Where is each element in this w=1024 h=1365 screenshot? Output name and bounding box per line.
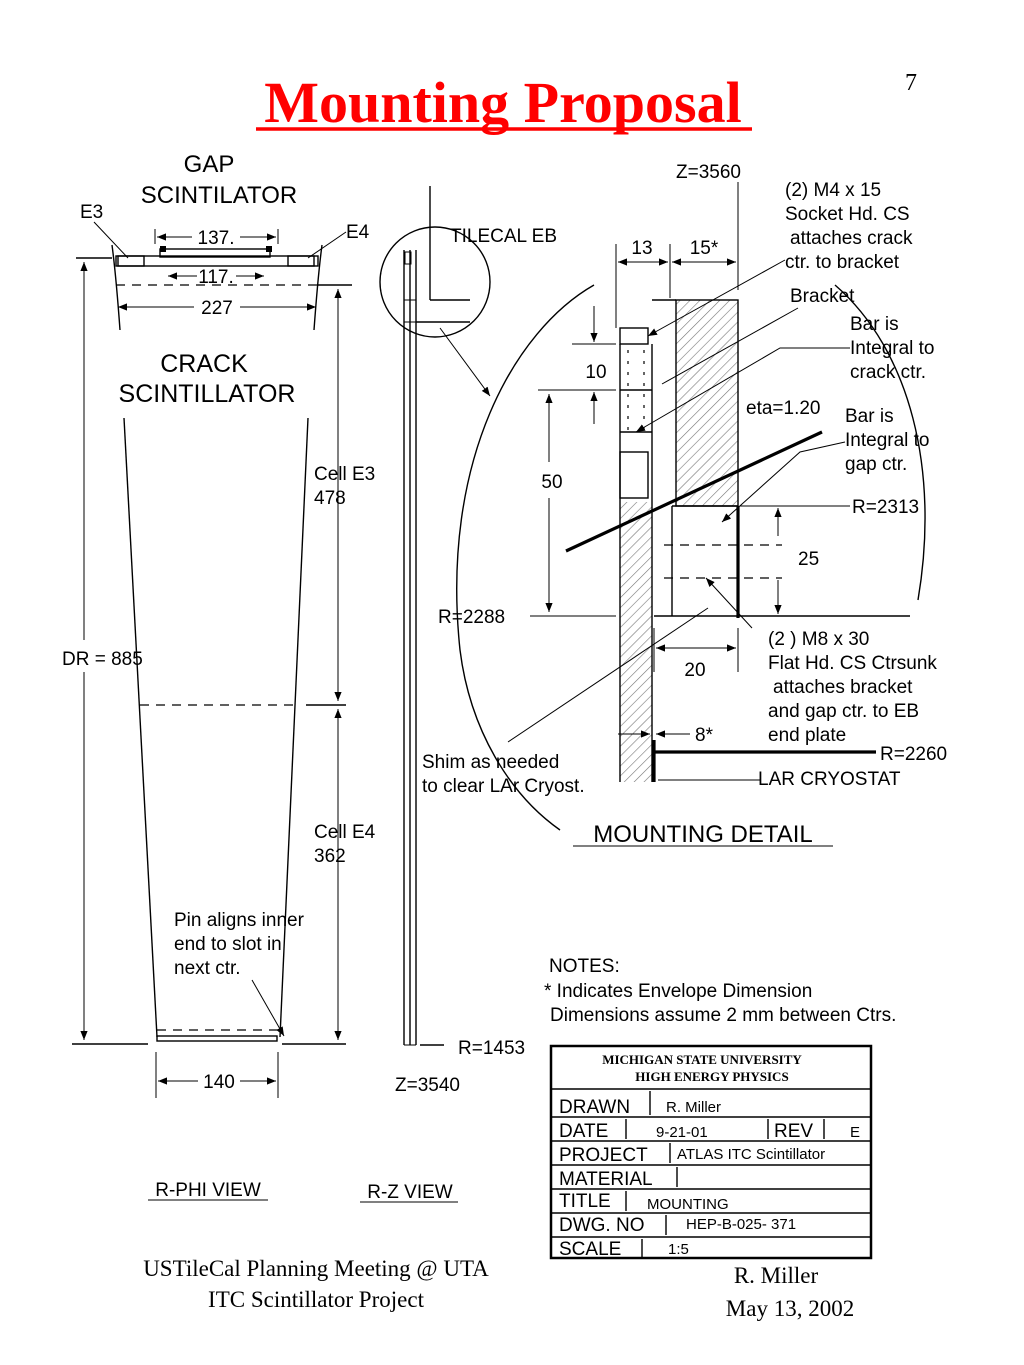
dim-117: 117. [198, 267, 234, 288]
rz-view-label: R-Z VIEW [367, 1182, 453, 1203]
m8-note-5: end plate [768, 725, 846, 746]
crack-label-2: SCINTILLATOR [119, 380, 296, 408]
bar-gap-3: gap ctr. [845, 454, 907, 475]
rz-view: TILECAL EB R=1453 Z=3540 R-Z VIEW [360, 186, 557, 1203]
page-number: 7 [905, 70, 917, 96]
shim-note-1: Shim as needed [422, 752, 559, 773]
rphi-view: GAP SCINTILATOR E3 E4 137. 117. 227 CRAC… [62, 151, 376, 1201]
dim-13: 13 [631, 238, 652, 259]
page-title: Mounting Proposal [264, 70, 742, 135]
date-value: 9-21-01 [656, 1124, 708, 1141]
dim-20: 20 [684, 660, 705, 681]
notes-line-2: Dimensions assume 2 mm between Ctrs. [550, 1005, 896, 1026]
dwg-value: HEP-B-025- 371 [686, 1216, 796, 1233]
rphi-view-label: R-PHI VIEW [155, 1180, 261, 1201]
m4-note-4: ctr. to bracket [785, 252, 900, 273]
bar-gap-2: Integral to [845, 430, 930, 451]
gap-label-1: GAP [184, 151, 235, 178]
m4-note-2: Socket Hd. CS [785, 204, 910, 225]
z3560-label: Z=3560 [676, 162, 741, 183]
tilecal-label: TILECAL EB [450, 226, 557, 247]
drawn-value: R. Miller [666, 1099, 721, 1116]
shim-note-2: to clear LAr Cryost. [422, 776, 585, 797]
cell-e4-value: 362 [314, 846, 346, 867]
dim-8: 8* [695, 725, 714, 746]
mounting-detail: Z=3560 13 15* (2) M4 x 15 Socket Hd. CS … [422, 162, 947, 848]
dim-25: 25 [798, 549, 819, 570]
bar-crack-1: Bar is [850, 314, 899, 335]
dim-140: 140 [203, 1072, 235, 1093]
m8-note-3: attaches bracket [773, 677, 913, 698]
r2288-label: R=2288 [438, 607, 505, 628]
title-value: MOUNTING [647, 1196, 729, 1213]
footer-right-2: May 13, 2002 [726, 1296, 854, 1321]
project-value: ATLAS ITC Scintillator [677, 1146, 825, 1163]
bar-gap-1: Bar is [845, 406, 894, 427]
cell-e4-label: Cell E4 [314, 822, 376, 843]
m8-note-4: and gap ctr. to EB [768, 701, 919, 722]
dr-label: DR = 885 [62, 649, 143, 670]
drawn-label: DRAWN [559, 1097, 630, 1118]
lar-cryostat-label: LAR CRYOSTAT [758, 769, 901, 790]
dwg-label: DWG. NO [559, 1215, 645, 1236]
pin-note-2: end to slot in [174, 934, 282, 955]
m8-note-2: Flat Hd. CS Ctrsunk [768, 653, 937, 674]
crack-label-1: CRACK [160, 350, 248, 378]
m8-note-1: (2 ) M8 x 30 [768, 629, 869, 650]
notes-line-1: * Indicates Envelope Dimension [544, 981, 812, 1002]
project-label: PROJECT [559, 1145, 648, 1166]
dim-15: 15* [690, 238, 719, 259]
dim-137: 137. [198, 228, 235, 249]
e3-label: E3 [80, 202, 103, 223]
mounting-detail-heading: MOUNTING DETAIL [593, 821, 813, 848]
cell-e3-label: Cell E3 [314, 464, 375, 485]
gap-label-2: SCINTILATOR [141, 182, 297, 209]
m4-note-3: attaches crack [790, 228, 913, 249]
rev-value: E [850, 1124, 860, 1141]
scale-label: SCALE [559, 1239, 621, 1260]
notes: NOTES: * Indicates Envelope Dimension Di… [544, 956, 896, 1026]
bracket-label: Bracket [790, 286, 855, 307]
e4-label: E4 [346, 222, 370, 243]
date-label: DATE [559, 1121, 608, 1142]
notes-heading: NOTES: [549, 956, 620, 977]
bar-crack-2: Integral to [850, 338, 935, 359]
m4-note-1: (2) M4 x 15 [785, 180, 881, 201]
org-line-2: HIGH ENERGY PHYSICS [635, 1069, 788, 1084]
pin-note-3: next ctr. [174, 958, 241, 979]
r2313-label: R=2313 [852, 497, 919, 518]
eta-label: eta=1.20 [746, 398, 821, 419]
z3540-label: Z=3540 [395, 1075, 460, 1096]
rev-label: REV [774, 1121, 813, 1142]
bar-crack-3: crack ctr. [850, 362, 926, 383]
scale-value: 1:5 [668, 1241, 689, 1258]
cell-e3-value: 478 [314, 488, 346, 509]
r1453-label: R=1453 [458, 1038, 525, 1059]
footer-left-2: ITC Scintillator Project [208, 1287, 425, 1312]
dim-227: 227 [201, 298, 233, 319]
footer-left-1: USTileCal Planning Meeting @ UTA [143, 1256, 489, 1281]
dim-10: 10 [585, 362, 606, 383]
dim-50: 50 [541, 472, 562, 493]
org-line-1: MICHIGAN STATE UNIVERSITY [602, 1052, 802, 1067]
r2260-label: R=2260 [880, 744, 947, 765]
title-block: MICHIGAN STATE UNIVERSITY HIGH ENERGY PH… [549, 1044, 873, 1260]
pin-note-1: Pin aligns inner [174, 910, 305, 931]
footer-right-1: R. Miller [734, 1263, 819, 1288]
material-label: MATERIAL [559, 1169, 653, 1190]
title-label: TITLE [559, 1191, 611, 1212]
